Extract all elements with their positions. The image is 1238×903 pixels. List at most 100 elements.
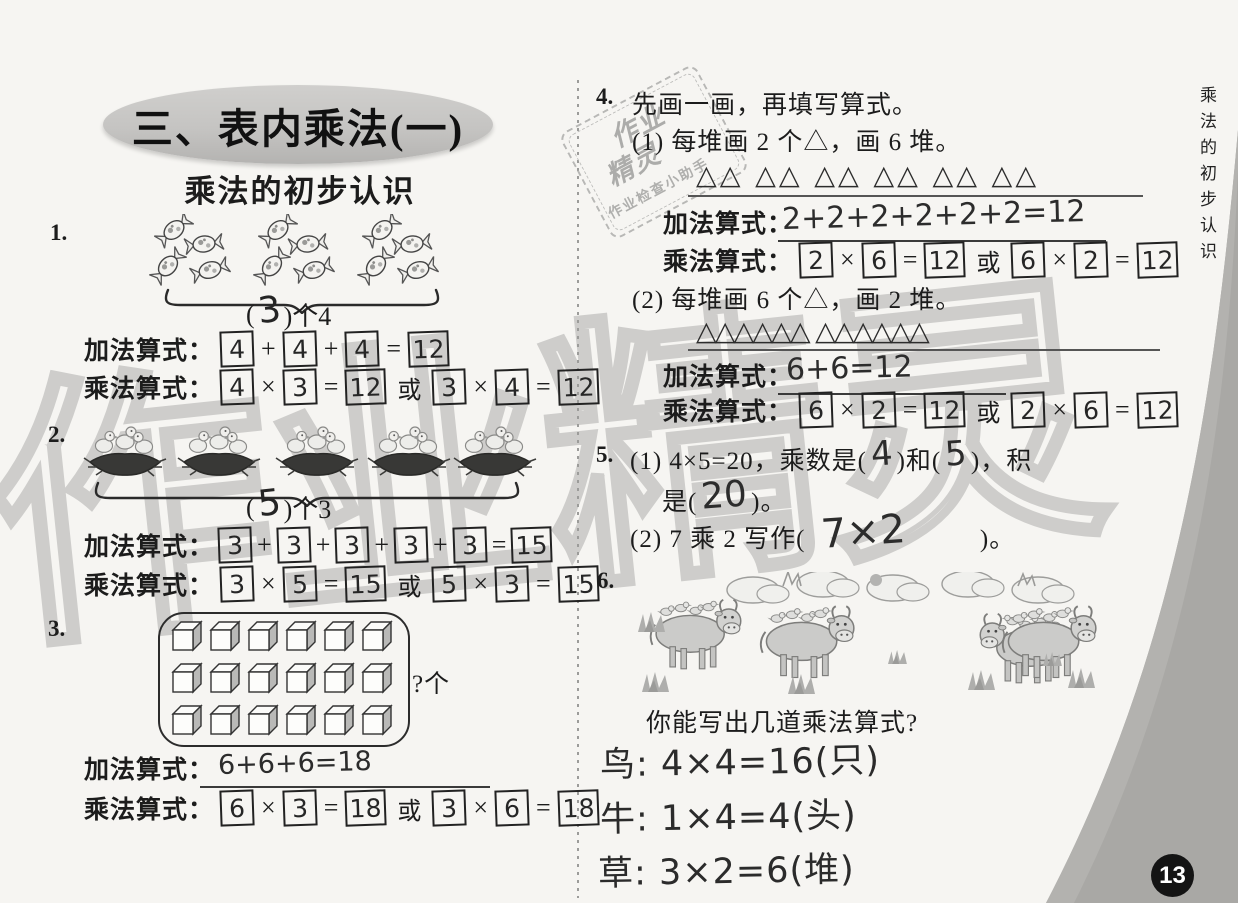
- answer-box: 3: [431, 789, 467, 827]
- answer-box: 2: [798, 241, 834, 279]
- answer-line: [688, 195, 1143, 197]
- answer-box: 12: [1136, 241, 1179, 279]
- multiplication-label: 乘法算式：: [663, 399, 794, 426]
- answer-box: 6: [798, 391, 834, 429]
- cows-illustration: [638, 572, 1108, 694]
- answer-box: 3: [494, 565, 530, 603]
- addition-label: 加法算式：: [663, 364, 794, 391]
- p5-text: )和(: [896, 448, 942, 475]
- underbrace-2: [94, 481, 520, 507]
- answer-box: 12: [923, 241, 966, 279]
- p4-sub1: (1) 每堆画 2 个△，画 6 堆。: [632, 129, 962, 156]
- p3-addition-handwritten: 6+6+6=18: [217, 745, 373, 782]
- answer-box: 4: [282, 330, 318, 368]
- p5-text: )，积: [970, 448, 1033, 475]
- operator: +: [257, 530, 272, 559]
- operator: +: [374, 530, 390, 559]
- operator: +: [433, 530, 448, 559]
- answer-box: 6: [219, 789, 255, 827]
- p5-line3: (2) 7 乘 2 写作( 7×2 )。: [630, 506, 1016, 558]
- paren-open: (: [246, 492, 255, 522]
- answer-box: 2: [1010, 391, 1046, 429]
- p4-triangles-2: △△△△△△ △△△△△△: [696, 316, 930, 347]
- answer-box: 12: [557, 368, 600, 406]
- answer-line: [778, 393, 1006, 395]
- p3-multiplication-row: 乘法算式： 6 × 3 = 18 或 3 × 6 = 18: [84, 789, 600, 827]
- or-word: 或: [976, 250, 1001, 277]
- handwritten-answer: 4: [869, 433, 894, 475]
- p4-sub2: (2) 每堆画 6 个△，画 2 堆。: [632, 287, 962, 314]
- operator: ×: [261, 793, 276, 822]
- p1-addition-row: 加法算式： 4 + 4 + 4 = 12: [84, 330, 450, 368]
- answer-box: 3: [282, 789, 318, 827]
- group-count-label-1: ( 3 )个4: [246, 289, 331, 333]
- answer-box: 3: [219, 565, 255, 603]
- answer-box: 3: [282, 368, 318, 406]
- multiplication-label: 乘法算式：: [84, 573, 215, 600]
- group-count-label-2: ( 5 )个3: [246, 482, 331, 526]
- operator: ×: [1052, 245, 1068, 274]
- operator: =: [323, 569, 339, 598]
- operator: =: [536, 793, 551, 822]
- or-word: 或: [397, 798, 422, 825]
- paren-open: (: [246, 299, 255, 329]
- handwritten-answer: 20: [699, 472, 749, 518]
- answer-box: 2: [1073, 241, 1109, 279]
- p5-text: 是(: [662, 489, 698, 516]
- p4-intro: 先画一画，再填写算式。: [632, 92, 919, 119]
- operator: +: [323, 334, 339, 363]
- answer-box: 4: [494, 368, 530, 406]
- answer-line: [200, 786, 490, 788]
- margin-section-title: 乘法的初步认识: [1197, 86, 1216, 268]
- problem6-number: 6.: [597, 568, 615, 593]
- answer-box: 3: [431, 368, 467, 406]
- question-count-label: ?个: [412, 671, 451, 698]
- operator: =: [1115, 395, 1130, 424]
- p4-addition1-row: 加法算式：: [663, 204, 793, 240]
- or-word: 或: [397, 574, 422, 601]
- answer-box: 4: [219, 330, 255, 368]
- answer-box: 3: [217, 526, 253, 564]
- cubes-illustration: [172, 621, 392, 735]
- answer-line: [688, 349, 1160, 351]
- handwritten-count: 3: [255, 288, 283, 333]
- p2-multiplication-row: 乘法算式： 3 × 5 = 15 或 5 × 3 = 15: [84, 565, 600, 603]
- answer-box: 6: [1010, 241, 1046, 279]
- problem5-number: 5.: [596, 442, 614, 467]
- operator: =: [902, 395, 918, 424]
- p6-answer-birds: 鸟: 4×4=16(只): [599, 740, 881, 786]
- operator: =: [491, 530, 507, 559]
- operator: ×: [473, 372, 489, 401]
- p4-multiplication2-row: 乘法算式： 6 × 2 = 12 或 2 × 6 = 12: [663, 391, 1179, 429]
- answer-box: 15: [510, 526, 553, 564]
- problem2-number: 2.: [48, 422, 66, 447]
- operator: ×: [473, 569, 489, 598]
- addition-label: 加法算式：: [84, 338, 215, 365]
- addition-label: 加法算式：: [84, 534, 215, 561]
- answer-box: 3: [334, 526, 370, 564]
- nests-illustration: [80, 416, 538, 482]
- operator: +: [261, 334, 276, 363]
- operator: =: [902, 245, 918, 274]
- answer-box: 18: [557, 789, 600, 827]
- multiplication-label: 乘法算式：: [84, 376, 215, 403]
- operator: =: [386, 334, 402, 363]
- operator: ×: [840, 395, 855, 424]
- p5-line1: (1) 4×5=20，乘数是( 4 )和( 5 )，积: [630, 433, 1033, 477]
- p4-triangles-1: △△ △△ △△ △△ △△ △△: [696, 160, 1040, 191]
- page-number-badge: 13: [1151, 854, 1194, 897]
- p4-addition2-handwritten: 6+6=12: [785, 349, 914, 388]
- addition-label: 加法算式：: [663, 211, 794, 238]
- operator: =: [536, 569, 551, 598]
- page-number: 13: [1159, 861, 1186, 889]
- section-title: 乘法的初步认识: [184, 174, 416, 209]
- answer-box: 12: [344, 368, 387, 406]
- p5-text: )。: [751, 489, 787, 516]
- answer-box: 6: [494, 789, 530, 827]
- answer-box: 15: [344, 565, 387, 603]
- or-word: 或: [397, 377, 422, 404]
- p5-text: )。: [979, 526, 1016, 553]
- handwritten-answer: 7×2: [819, 506, 908, 558]
